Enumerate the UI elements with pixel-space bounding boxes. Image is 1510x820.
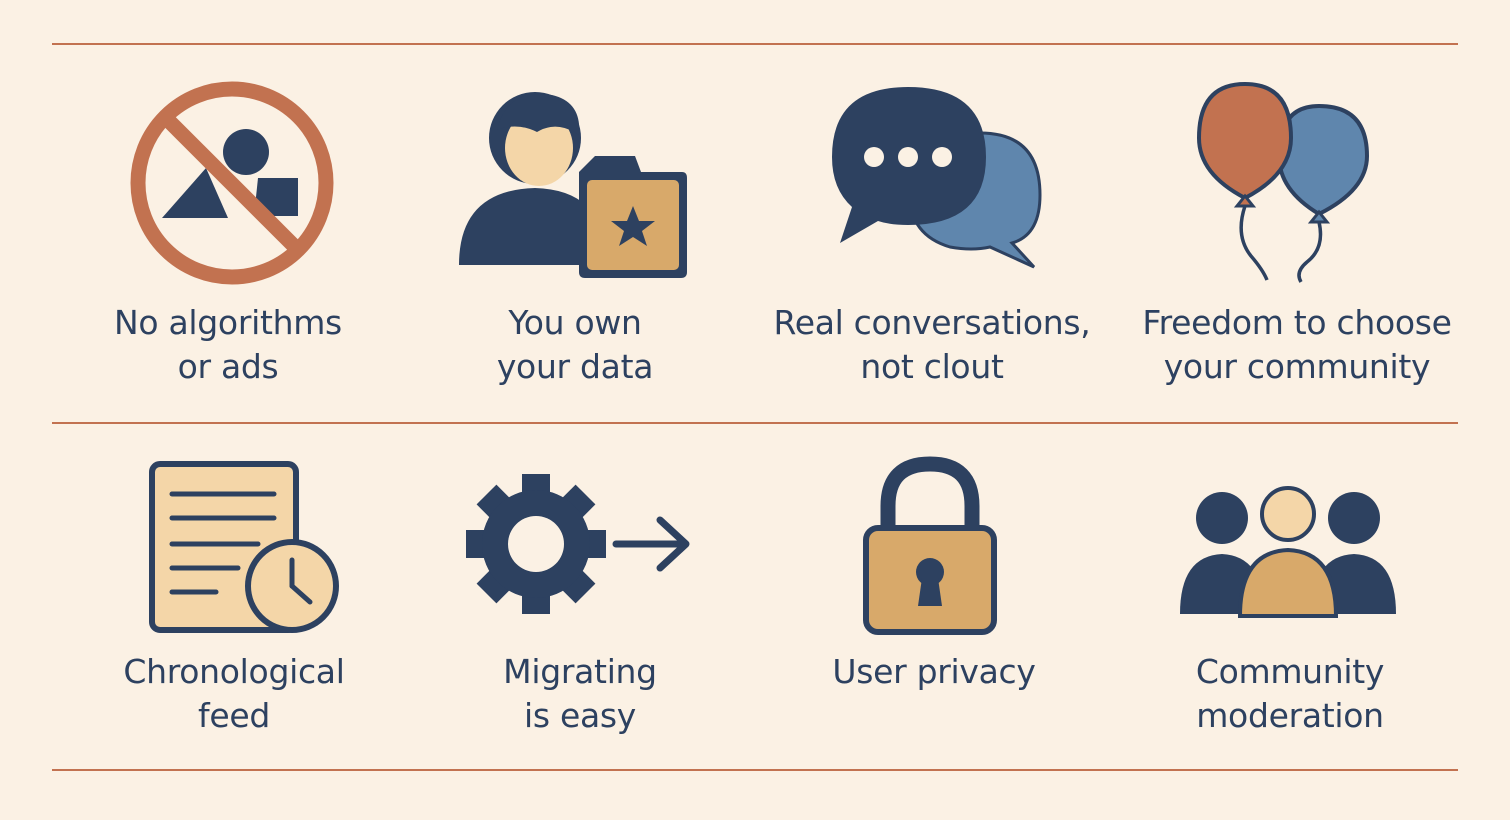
feature-caption: User privacy	[832, 652, 1036, 691]
user-data-folder-icon	[459, 92, 687, 278]
feature-chronological-feed: Chronological feed	[54, 420, 414, 770]
document-clock-icon	[149, 461, 339, 633]
feature-migrating: Migrating is easy	[400, 420, 760, 770]
feature-caption: Real conversations, not clout	[773, 303, 1091, 386]
balloons-icon	[1196, 81, 1370, 283]
feature-caption: Community moderation	[1195, 652, 1385, 735]
middle-divider	[52, 422, 1458, 424]
feature-own-data: You own your data	[395, 0, 755, 400]
feature-caption: You own your data	[496, 303, 654, 386]
chat-bubbles-icon	[832, 87, 1042, 269]
feature-caption: Freedom to choose your community	[1142, 303, 1452, 386]
gear-arrow-icon	[466, 474, 690, 614]
feature-real-conversations: Real conversations, not clout	[752, 0, 1112, 400]
feature-caption: Migrating is easy	[503, 652, 657, 735]
bottom-divider	[52, 769, 1458, 771]
feature-caption: No algorithms or ads	[114, 303, 342, 386]
feature-community-moderation: Community moderation	[1110, 420, 1470, 770]
feature-no-algorithms: No algorithms or ads	[48, 0, 408, 400]
padlock-icon	[863, 456, 997, 635]
feature-user-privacy: User privacy	[754, 420, 1114, 770]
feature-freedom-community: Freedom to choose your community	[1117, 0, 1477, 400]
feature-caption: Chronological feed	[123, 652, 345, 735]
people-group-icon	[1180, 486, 1396, 618]
no-ads-icon	[130, 81, 334, 285]
top-divider	[52, 43, 1458, 45]
